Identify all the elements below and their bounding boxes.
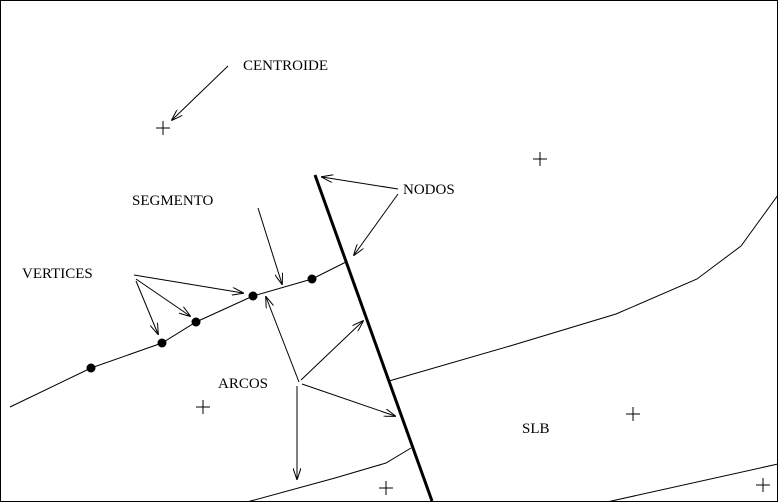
vertex-dot bbox=[86, 363, 96, 373]
plus-icon bbox=[156, 121, 170, 135]
arcos-arrow bbox=[301, 383, 395, 416]
plus-icon bbox=[196, 400, 210, 414]
segmento-label: SEGMENTO bbox=[132, 193, 214, 209]
vertex-dot bbox=[157, 338, 167, 348]
segmento-arrow bbox=[257, 207, 282, 284]
left-arc bbox=[9, 261, 347, 408]
vertices-arrow bbox=[133, 274, 243, 293]
nodos-label: NODOS bbox=[403, 182, 455, 198]
main-boundary-arc bbox=[313, 174, 434, 502]
plus-icon bbox=[533, 152, 547, 166]
arcos-arrow bbox=[266, 297, 300, 383]
arcos-label: ARCOS bbox=[218, 376, 268, 392]
vertex-dot bbox=[191, 317, 201, 327]
plus-icon bbox=[756, 478, 770, 492]
centroide-arrow bbox=[172, 65, 229, 120]
vertex-dot bbox=[307, 274, 317, 284]
nodos-arrow-lower bbox=[354, 193, 399, 255]
upper-right-arc bbox=[388, 194, 778, 382]
lower-arc bbox=[246, 447, 412, 502]
slb-label: SLB bbox=[522, 421, 550, 437]
plus-icon bbox=[626, 407, 640, 421]
vertices-label: VERTICES bbox=[22, 266, 93, 282]
centroide-label: CENTROIDE bbox=[243, 58, 328, 74]
plus-icon bbox=[379, 481, 393, 495]
arcos-arrow bbox=[300, 321, 363, 381]
nodos-arrow-upper bbox=[322, 177, 399, 190]
vertices-arrow bbox=[135, 280, 158, 334]
vertex-dot bbox=[248, 291, 258, 301]
lower-right-arc bbox=[606, 463, 778, 502]
vertices-arrow bbox=[135, 278, 190, 316]
